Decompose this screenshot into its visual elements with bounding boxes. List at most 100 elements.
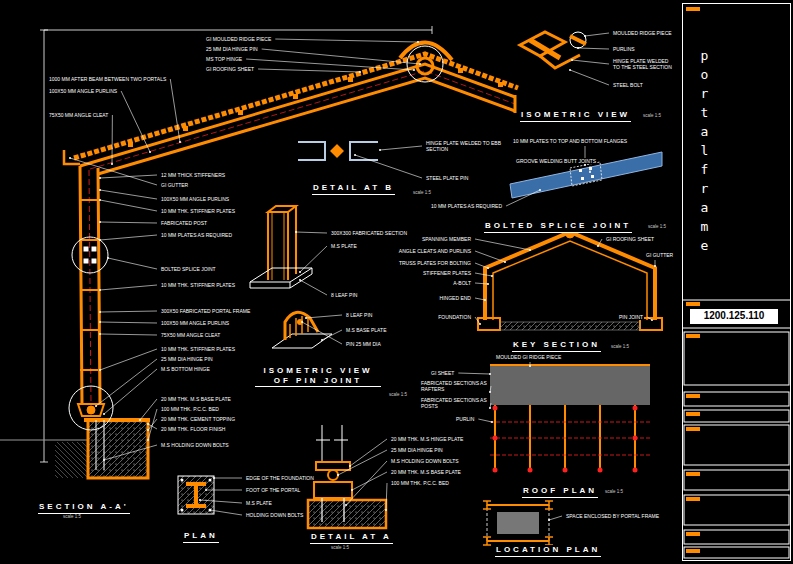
title-block <box>684 392 789 406</box>
purlin <box>348 77 353 82</box>
purlin <box>498 82 503 87</box>
callout-label: 100 MM THK. P.C.C. BED <box>390 480 450 486</box>
detail-circle <box>407 46 443 82</box>
view-heading: BOLTED SPLICE JOINT <box>484 221 632 233</box>
callout-label: 10 MM PLATES TO TOP AND BOTTOM FLANGES <box>512 138 628 144</box>
location-plan <box>487 505 549 541</box>
detail-b <box>298 142 325 160</box>
leader-line <box>100 235 157 240</box>
callout-label: PIN JOINT <box>618 314 644 320</box>
foundation-plan <box>178 476 214 514</box>
detail-circle <box>84 247 88 251</box>
roof-plan <box>563 468 568 473</box>
foundation-plan <box>178 476 214 514</box>
leader-line <box>475 317 480 324</box>
purlin <box>293 94 298 99</box>
leader-dot <box>179 141 181 143</box>
leader-line <box>506 190 540 206</box>
leader-line <box>100 285 157 290</box>
leader-dot <box>99 333 101 335</box>
callout-label: A-BOLT <box>452 280 472 286</box>
pin-isometric-base <box>290 316 308 338</box>
ridge-isometric <box>530 40 560 58</box>
dimension-line <box>40 26 432 462</box>
callout-label: 10 MM THK. STIFFNER PLATES <box>160 282 236 288</box>
bolted-splice-beam <box>570 162 602 186</box>
leader-line <box>112 115 113 164</box>
leader-line <box>655 260 656 266</box>
leader-line <box>380 146 422 150</box>
sheet-title: portal frame <box>698 46 711 255</box>
leader-dot <box>548 519 550 521</box>
detail-b <box>330 144 344 158</box>
roof-plan <box>493 406 638 473</box>
callout-label: GI GUTTER <box>160 182 189 188</box>
scale-note: scale 1:5 <box>604 489 624 494</box>
leader-line <box>246 59 414 70</box>
pin-joint-isometric <box>250 268 312 288</box>
leader-line <box>549 516 562 520</box>
leader-line <box>100 222 157 223</box>
leader-dot <box>69 157 71 159</box>
leader-line <box>570 70 609 85</box>
leader-dot <box>99 289 101 291</box>
callout-label: 300X300 FABRICATED SECTION <box>330 230 408 236</box>
leader-dot <box>359 71 361 73</box>
location-plan <box>487 505 549 541</box>
leader-line <box>352 472 387 490</box>
portal-rafter <box>90 71 515 169</box>
roof-plan <box>490 365 650 405</box>
callout-label: 25 MM DIA HINGE PIN <box>390 447 444 453</box>
callout-label: M.S BOTTOM HINGE <box>160 366 211 372</box>
callout-label: BOLTED SPLICE JOINT <box>160 266 217 272</box>
leader-dot <box>413 69 415 71</box>
portal-column <box>89 170 91 404</box>
pin-isometric-base <box>285 312 318 340</box>
leader-dot <box>487 283 489 285</box>
leader-line <box>475 251 505 262</box>
scale-note: scale 1:5 <box>330 545 350 550</box>
bolted-splice-beam <box>581 177 584 180</box>
callout-label: ANGLE CLEATS AND PURLINS <box>398 248 472 254</box>
detail-circle <box>92 247 96 251</box>
detail-a <box>322 498 344 522</box>
leader-line <box>104 369 157 414</box>
leader-line <box>647 317 652 320</box>
leader-line <box>148 424 157 429</box>
callout-label: 75X50 MM ANGLE CLEAT <box>48 112 109 118</box>
purlin <box>238 110 243 115</box>
leader-line <box>490 386 491 392</box>
foundation-plan <box>186 484 206 506</box>
title-tag <box>686 394 700 398</box>
leader-dot <box>337 474 339 476</box>
leader-dot <box>484 299 486 301</box>
leader-dot <box>111 163 113 165</box>
leader-dot <box>354 154 356 156</box>
title-tag <box>686 549 700 553</box>
callout-label: 20 MM THK. CEMENT TOPPING <box>160 416 236 422</box>
portal-column <box>64 150 104 416</box>
bolted-splice-beam <box>589 167 592 170</box>
roof-plan <box>493 468 498 473</box>
leader-line <box>572 60 609 64</box>
callout-label: GI ROOFING SHEET <box>205 66 255 72</box>
leader-line <box>338 450 387 475</box>
title-block <box>684 530 789 544</box>
callout-label: 25 MM DIA HINGE PIN <box>205 46 259 52</box>
callout-label: M.S HOLDING DOWN BOLTS <box>160 442 230 448</box>
leader-dot <box>147 423 149 425</box>
view-heading: SECTION A-A' <box>38 502 130 514</box>
detail-a <box>308 425 386 528</box>
leader-dot <box>379 149 381 151</box>
leader-line <box>475 283 488 284</box>
view-heading: ROOF PLAN <box>522 486 598 498</box>
detail-circle <box>69 386 113 430</box>
callout-label: 100X50 MM ANGLE PURLINS <box>48 88 118 94</box>
leader-dot <box>321 339 323 341</box>
callout-label: GI MOULDED RIDGE PIECE <box>205 36 272 42</box>
bolted-splice-beam <box>579 169 582 172</box>
leader-line <box>100 322 157 323</box>
leader-dot <box>99 177 101 179</box>
leader-dot <box>589 171 591 173</box>
title-block <box>684 332 789 385</box>
